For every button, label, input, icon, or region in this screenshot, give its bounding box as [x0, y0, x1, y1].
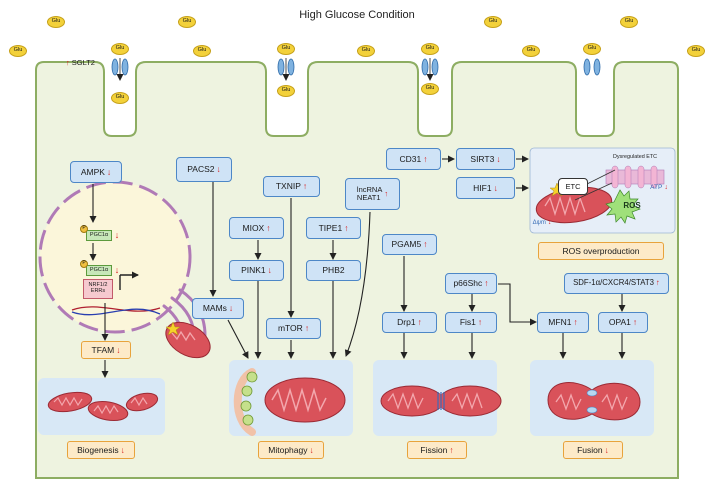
pgam5-box: PGAM5↑: [382, 234, 437, 255]
sglt2-transporter-3: [421, 58, 439, 81]
txnip-box: TXNIP↑: [263, 176, 320, 197]
sglt2-transporter-4: [583, 58, 601, 76]
fission-mitochondrion: [380, 385, 502, 417]
phospho-marker: P: [80, 225, 88, 233]
glucose-molecule: Glu: [277, 43, 295, 55]
pgc1a-box-2: PGC1α: [86, 265, 112, 276]
tfam-box: TFAM↓: [81, 341, 131, 359]
phb2-box: PHB2: [306, 260, 361, 281]
mfn1-box: MFN1↑: [537, 312, 589, 333]
hif1-box: HIF1↓: [456, 177, 515, 199]
down-arrow-icon: ↓: [496, 153, 501, 164]
ros-overproduction-label: ROS overproduction: [538, 242, 664, 260]
down-arrow-icon: ↓: [120, 444, 125, 455]
cd31-box: CD31↑: [386, 148, 441, 170]
up-arrow-icon: ↑: [632, 317, 638, 328]
membrane-potential-label: Δψm↓: [532, 219, 552, 227]
lncrna-neat1-box: lncRNA NEAT1↑: [345, 178, 400, 210]
pacs2-box: PACS2↓: [176, 157, 232, 182]
sdf-cxcr4-stat3-box: SDF-1α/CXCR4/STAT3↑: [564, 273, 669, 294]
star-icon: [165, 321, 181, 336]
glucose-molecule: Glu: [9, 45, 27, 57]
up-arrow-icon: ↑: [656, 278, 660, 288]
down-arrow-icon: ↓: [114, 264, 120, 275]
fusion-label: Fusion↓: [563, 441, 623, 459]
drp1-box: Drp1↑: [382, 312, 437, 333]
fis1-box: Fis1↑: [445, 312, 497, 333]
ros-label: ROS: [623, 200, 641, 210]
arrow-mams-mitophagy: [227, 319, 249, 359]
dysregulated-etc-label: Dysregulated ETC: [612, 154, 658, 161]
glucose-molecule: Glu: [111, 43, 129, 55]
fusion-mitochondrion: [547, 382, 641, 421]
fission-label: Fission↑: [407, 441, 467, 459]
phospho-marker: P: [80, 260, 88, 268]
pink1-box: PINK1↓: [229, 260, 284, 281]
biogenesis-label: Biogenesis↓: [67, 441, 135, 459]
glucose-molecule: Glu: [277, 85, 295, 97]
glucose-molecule: Glu: [47, 16, 65, 28]
down-arrow-icon: ↓: [267, 265, 272, 276]
up-arrow-icon: ↑: [304, 323, 310, 334]
up-arrow-icon: ↑: [449, 444, 454, 455]
tipe1-box: TIPE1↑: [306, 217, 361, 239]
ampk-box: AMPK↓: [70, 161, 122, 183]
mitophagy-label: Mitophagy↓: [258, 441, 324, 459]
up-arrow-icon: ↑: [344, 222, 349, 233]
atp-label: ATP↓: [650, 183, 668, 192]
sglt2-transporter-1: [111, 58, 129, 81]
down-arrow-icon: ↓: [493, 182, 498, 193]
glucose-molecule: Glu: [357, 45, 375, 57]
down-arrow-icon: ↓: [106, 166, 112, 177]
down-arrow-icon: ↓: [116, 344, 121, 355]
glucose-molecule: Glu: [421, 43, 439, 55]
up-arrow-icon: ↑: [266, 222, 271, 233]
etc-box: ETC: [558, 178, 588, 195]
down-arrow-icon: ↓: [228, 303, 234, 314]
glucose-molecule: Glu: [620, 16, 638, 28]
glucose-molecule: Glu: [421, 83, 439, 95]
opa1-box: OPA1↑: [598, 312, 648, 333]
arrow-p66shc-mfn1: [498, 283, 537, 326]
autophagosome: [233, 368, 258, 436]
ros-burst-icon: [605, 189, 641, 224]
glucose-molecule: Glu: [193, 45, 211, 57]
up-arrow-icon: ↑: [66, 58, 70, 68]
glucose-molecule: Glu: [687, 45, 705, 57]
biogenesis-mitochondria: [47, 391, 159, 422]
up-arrow-icon: ↑: [573, 317, 578, 328]
p66shc-box: p66Shc↑: [445, 273, 497, 294]
ros-mitochondrion: [535, 165, 665, 224]
up-arrow-icon: ↑: [484, 278, 489, 289]
up-arrow-icon: ↑: [417, 317, 422, 328]
down-arrow-icon: ↓: [604, 444, 609, 455]
sirt3-box: SIRT3↓: [456, 148, 515, 170]
down-arrow-icon: ↓: [216, 164, 221, 175]
up-arrow-icon: ↑: [423, 239, 428, 250]
down-arrow-icon: ↓: [114, 229, 120, 240]
arrow-lncrna-mitophagy: [344, 211, 371, 357]
up-arrow-icon: ↑: [384, 189, 389, 199]
glucose-molecule: Glu: [522, 45, 540, 57]
glucose-molecule: Glu: [484, 16, 502, 28]
glucose-molecule: Glu: [178, 16, 196, 28]
sglt2-transporter-2: [277, 58, 295, 81]
sglt2-label: ↑SGLT2: [66, 58, 95, 68]
miox-box: MIOX↑: [229, 217, 284, 239]
nrf-errs-box: NRF1/2 ERRs: [83, 279, 113, 299]
diagram-title: High Glucose Condition: [299, 9, 415, 22]
mitophagy-mitochondrion: [264, 377, 346, 423]
glucose-molecule: Glu: [583, 43, 601, 55]
glucose-molecule: Glu: [111, 92, 129, 104]
pgc1a-box-1: PGC1α: [86, 230, 112, 241]
up-arrow-icon: ↑: [477, 317, 483, 328]
mtor-box: mTOR↑: [266, 318, 321, 339]
up-arrow-icon: ↑: [302, 181, 308, 192]
mitochondrion-mams: [165, 321, 211, 359]
down-arrow-icon: ↓: [547, 219, 552, 227]
down-arrow-icon: ↓: [309, 444, 314, 455]
down-arrow-icon: ↓: [664, 184, 668, 192]
up-arrow-icon: ↑: [423, 153, 428, 164]
mams-box: MAMs↓: [192, 298, 244, 319]
